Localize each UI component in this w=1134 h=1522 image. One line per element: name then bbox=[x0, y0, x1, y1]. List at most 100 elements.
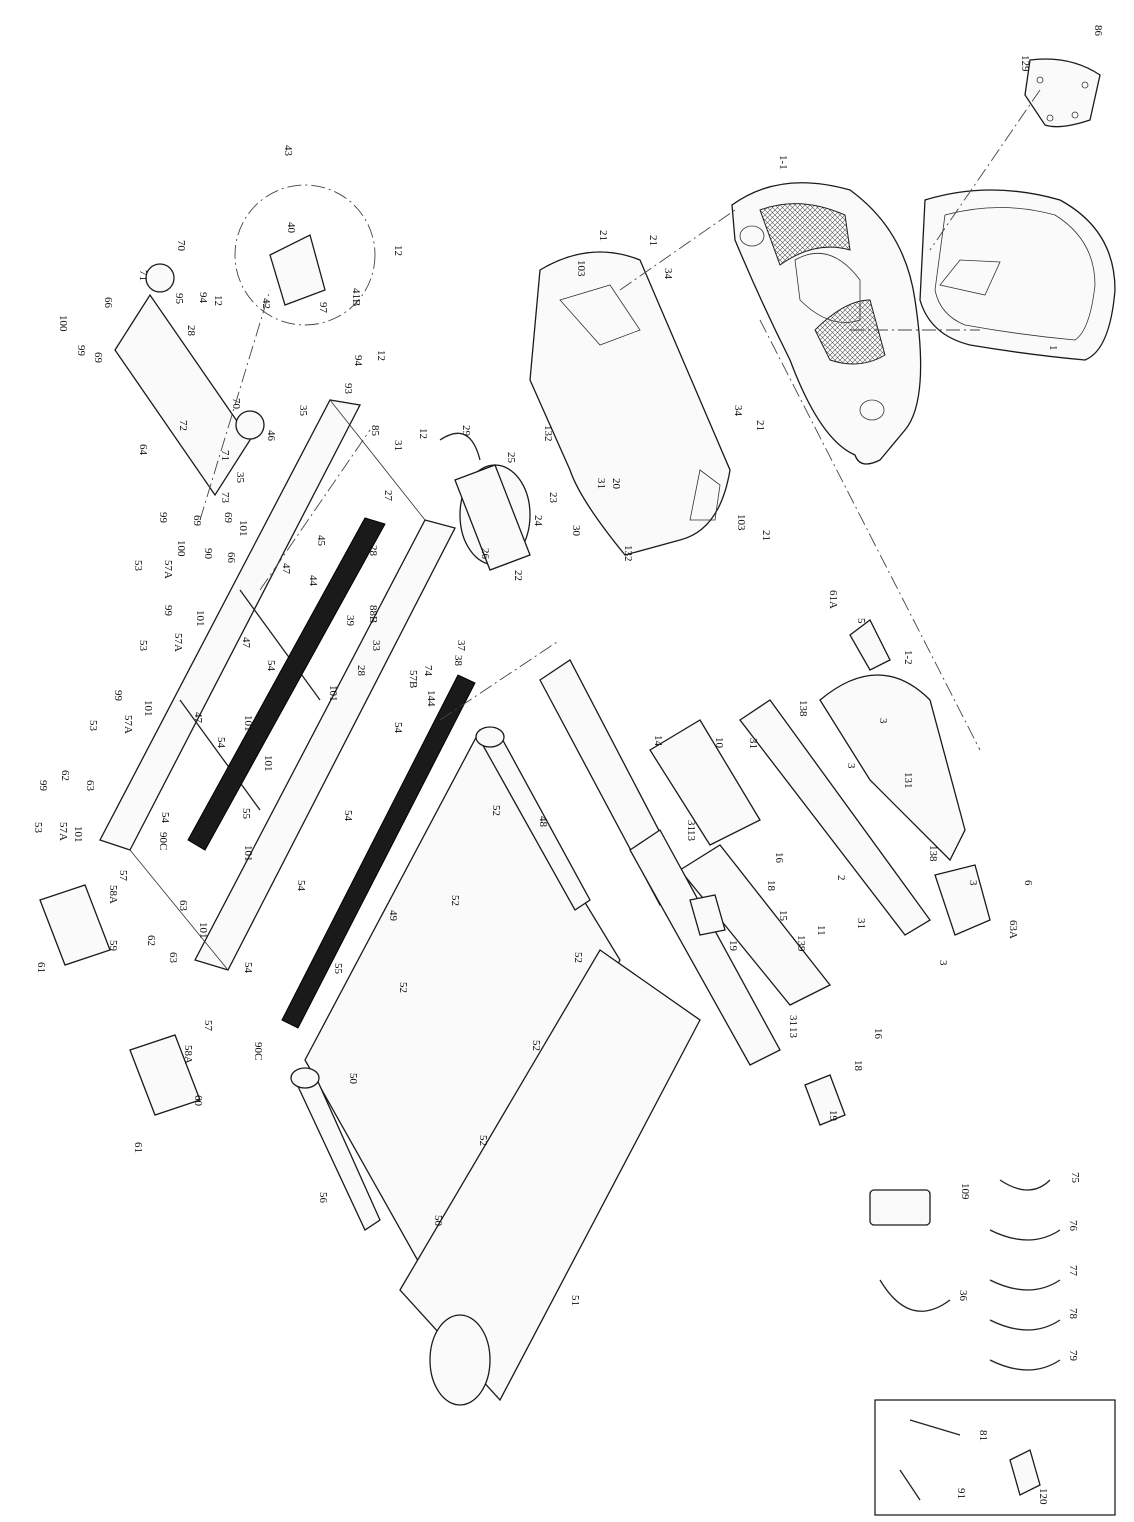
label-54g: 54 bbox=[242, 962, 254, 974]
label-48: 48 bbox=[537, 816, 549, 828]
label-3b: 3 bbox=[845, 763, 857, 769]
label-75: 75 bbox=[1069, 1172, 1081, 1184]
accessories bbox=[869, 1179, 1061, 1371]
label-12a: 12 bbox=[392, 245, 404, 256]
console-bracket bbox=[1024, 58, 1101, 128]
label-88B: 88B bbox=[367, 605, 379, 623]
label-34a: 34 bbox=[662, 268, 674, 280]
label-95: 95 bbox=[173, 293, 185, 305]
label-93: 93 bbox=[342, 383, 354, 395]
drive-motor bbox=[439, 432, 531, 571]
label-50b: 50 bbox=[432, 1215, 444, 1227]
label-90C2: 90C bbox=[252, 1042, 264, 1060]
label-99d: 99 bbox=[112, 690, 124, 702]
label-31b: 31 bbox=[392, 440, 404, 451]
label-101f: 101 bbox=[72, 826, 84, 843]
label-50a: 50 bbox=[347, 1073, 359, 1085]
label-43: 43 bbox=[282, 145, 294, 157]
label-54d: 54 bbox=[342, 810, 354, 822]
label-12d: 12 bbox=[417, 428, 429, 439]
label-49: 49 bbox=[387, 910, 399, 922]
label-47a: 47 bbox=[280, 563, 292, 575]
tool-box bbox=[874, 1399, 1116, 1516]
leader-lines bbox=[199, 89, 1041, 751]
label-99a: 99 bbox=[75, 345, 87, 357]
label-31f: 31 bbox=[787, 1015, 799, 1026]
label-34b: 34 bbox=[732, 405, 744, 417]
label-47c: 47 bbox=[192, 712, 204, 724]
label-5: 5 bbox=[855, 618, 867, 624]
label-1-1: 1-1 bbox=[777, 155, 789, 170]
label-100b: 100 bbox=[175, 540, 187, 557]
console-display-panel bbox=[919, 189, 1116, 361]
label-29: 29 bbox=[460, 425, 472, 437]
handlebar-grips bbox=[689, 894, 846, 1126]
label-94b: 94 bbox=[352, 355, 364, 367]
label-31d: 31 bbox=[685, 820, 697, 831]
label-53b: 53 bbox=[137, 640, 149, 652]
label-12c: 12 bbox=[375, 350, 387, 361]
label-26: 26 bbox=[479, 548, 491, 560]
label-56: 56 bbox=[317, 1192, 329, 1204]
label-21b: 21 bbox=[647, 235, 659, 246]
console-cover bbox=[731, 182, 922, 465]
label-109: 109 bbox=[959, 1183, 971, 1200]
label-18a: 18 bbox=[765, 880, 777, 892]
label-13a: 13 bbox=[685, 830, 697, 842]
label-53c: 53 bbox=[87, 720, 99, 732]
label-79: 79 bbox=[1067, 1350, 1079, 1362]
label-66b: 66 bbox=[225, 552, 237, 564]
label-44: 44 bbox=[307, 575, 319, 587]
label-52f: 52 bbox=[477, 1135, 489, 1146]
label-31c: 31 bbox=[747, 738, 759, 749]
label-138a: 138 bbox=[797, 700, 809, 717]
label-132a: 132 bbox=[542, 425, 554, 442]
label-101g: 101 bbox=[242, 845, 254, 862]
label-21c: 21 bbox=[754, 420, 766, 431]
label-71a: 71 bbox=[137, 270, 149, 281]
label-58A1: 58A bbox=[107, 885, 119, 904]
label-22: 22 bbox=[512, 570, 524, 581]
label-21a: 21 bbox=[597, 230, 609, 241]
label-52b: 52 bbox=[449, 895, 461, 906]
label-63b: 63 bbox=[177, 900, 189, 912]
label-120: 120 bbox=[1037, 1488, 1049, 1505]
label-90a: 90 bbox=[202, 548, 214, 560]
deck-side-rails bbox=[187, 517, 476, 1029]
label-58A2: 58A bbox=[182, 1045, 194, 1064]
label-33: 33 bbox=[370, 640, 382, 652]
label-31e: 31 bbox=[855, 918, 867, 929]
label-63a: 63 bbox=[84, 780, 96, 792]
label-81: 81 bbox=[977, 1430, 989, 1441]
uprights bbox=[539, 659, 781, 1066]
label-30: 30 bbox=[570, 525, 582, 537]
label-15: 15 bbox=[777, 910, 789, 922]
label-57A4: 57A bbox=[57, 822, 69, 841]
label-37: 37 bbox=[455, 640, 467, 652]
label-12b: 12 bbox=[212, 295, 224, 306]
label-47b: 47 bbox=[240, 637, 252, 649]
handrail-frame bbox=[649, 619, 991, 1006]
label-1: 1 bbox=[1047, 345, 1059, 351]
label-54a: 54 bbox=[265, 660, 277, 672]
label-59: 59 bbox=[107, 940, 119, 952]
label-40: 40 bbox=[285, 222, 297, 234]
label-57A2: 57A bbox=[172, 633, 184, 652]
label-6: 6 bbox=[1022, 880, 1034, 886]
label-103a: 103 bbox=[575, 260, 587, 277]
label-16a: 16 bbox=[773, 852, 785, 864]
label-52c: 52 bbox=[397, 982, 409, 993]
label-74: 74 bbox=[422, 665, 434, 677]
label-53a: 53 bbox=[132, 560, 144, 572]
label-28b: 28 bbox=[367, 545, 379, 557]
label-73: 73 bbox=[219, 492, 231, 504]
label-77: 77 bbox=[1067, 1265, 1079, 1277]
label-101c: 101 bbox=[327, 685, 339, 702]
label-18b: 18 bbox=[852, 1060, 864, 1072]
label-2: 2 bbox=[835, 875, 847, 881]
label-23: 23 bbox=[547, 492, 559, 504]
label-3a: 3 bbox=[877, 718, 889, 724]
label-52d: 52 bbox=[572, 952, 584, 963]
label-101b: 101 bbox=[194, 610, 206, 627]
label-54c: 54 bbox=[215, 737, 227, 749]
